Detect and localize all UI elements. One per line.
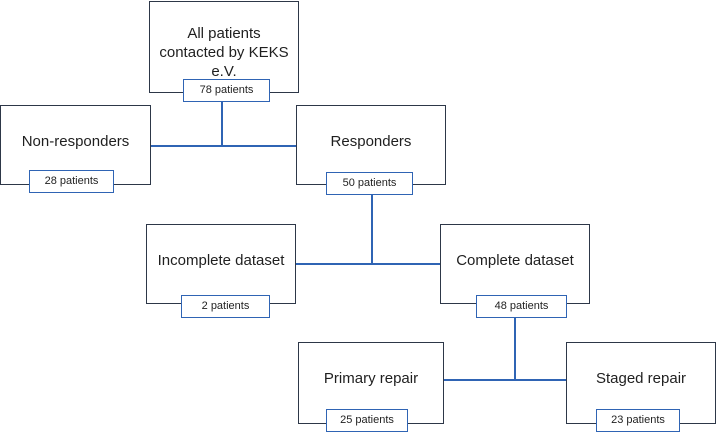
box-non-responders-title: Non-responders (21, 133, 130, 150)
box-staged-repair: Staged repair (566, 342, 716, 424)
box-primary-repair-title: Primary repair (323, 370, 419, 387)
count-badge-primary-repair: 25 patients (326, 409, 408, 432)
box-all-patients-title: All patients contacted by KEKS e.V. (159, 25, 289, 80)
box-incomplete-dataset: Incomplete dataset (146, 224, 296, 304)
count-badge-non-responders: 28 patients (29, 170, 114, 193)
count-badge-incomplete-dataset: 2 patients (181, 295, 270, 318)
box-non-responders: Non-responders (0, 105, 151, 185)
box-responders-title: Responders (330, 133, 412, 150)
count-badge-complete-dataset: 48 patients (476, 295, 567, 318)
box-complete-dataset-title: Complete dataset (456, 252, 574, 269)
box-staged-repair-title: Staged repair (595, 370, 687, 387)
box-complete-dataset: Complete dataset (440, 224, 590, 304)
count-badge-all-patients: 78 patients (183, 79, 270, 102)
box-incomplete-dataset-title: Incomplete dataset (157, 252, 285, 269)
box-responders: Responders (296, 105, 446, 185)
count-badge-staged-repair: 23 patients (596, 409, 680, 432)
box-all-patients: All patients contacted by KEKS e.V. (149, 1, 299, 93)
count-badge-responders: 50 patients (326, 172, 413, 195)
